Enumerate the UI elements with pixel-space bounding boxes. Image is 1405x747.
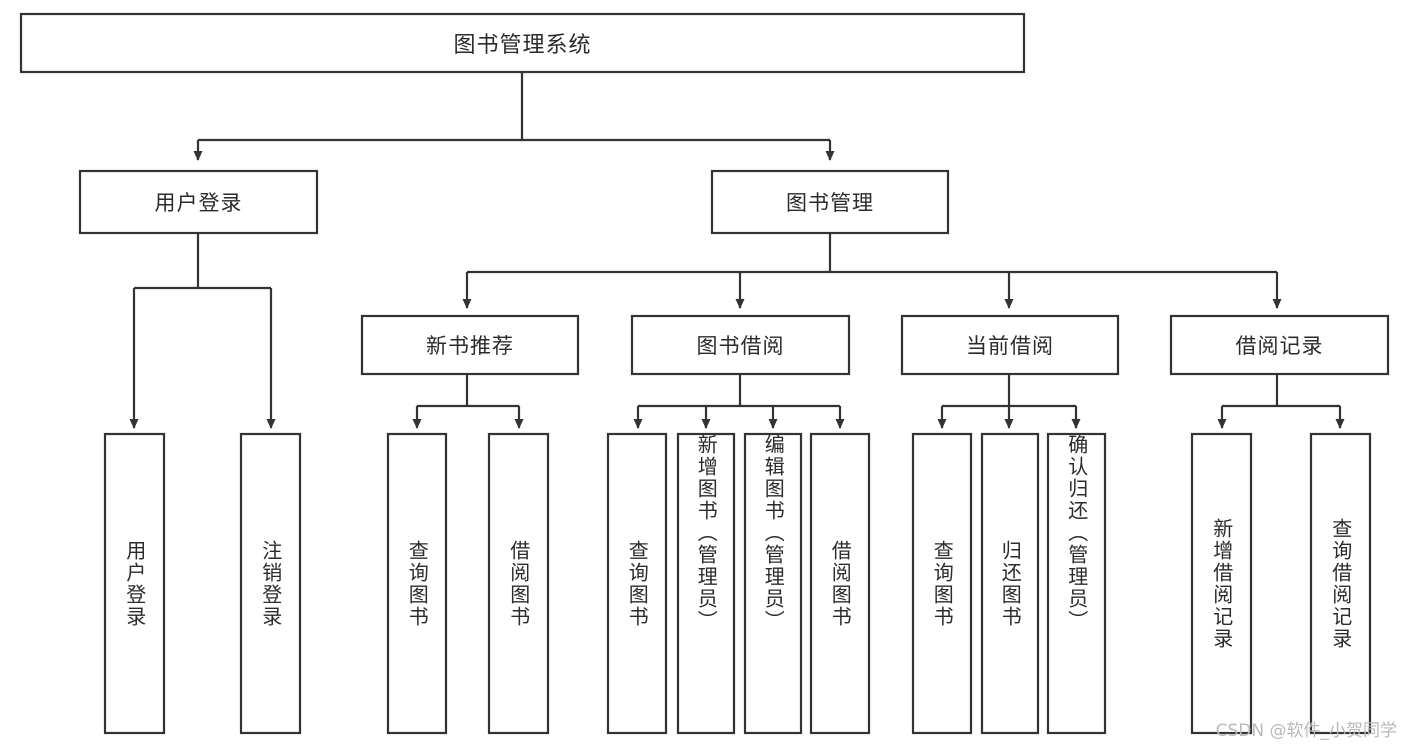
connector-root-to-level2 <box>193 72 835 161</box>
connector-bookborrow-to-leaves <box>633 374 845 429</box>
connector-newbook-to-leaves <box>412 374 524 429</box>
node-leaf-user-logout[interactable] <box>239 432 302 735</box>
connector-currentborrow-to-leaves <box>937 374 1081 429</box>
node-leaf-query-book-2[interactable] <box>606 432 668 735</box>
connector-userlogin-to-leaves <box>129 233 276 429</box>
node-leaf-add-book[interactable] <box>676 432 736 735</box>
node-leaf-borrow-book-2[interactable] <box>809 432 871 735</box>
node-leaf-confirm-return[interactable] <box>1046 432 1107 735</box>
node-leaf-return-book[interactable] <box>980 432 1040 735</box>
node-user-login[interactable] <box>78 169 319 235</box>
connector-borrowrecord-to-leaves <box>1217 374 1345 429</box>
connector-bookmgmt-to-level3 <box>462 233 1282 309</box>
node-book-management[interactable] <box>710 169 950 235</box>
node-root-book-management-system[interactable] <box>19 12 1026 74</box>
node-leaf-query-book-1[interactable] <box>386 432 448 735</box>
node-leaf-query-book-3[interactable] <box>911 432 973 735</box>
node-leaf-edit-book[interactable] <box>743 432 803 735</box>
node-current-borrow[interactable] <box>900 314 1120 376</box>
node-book-borrow[interactable] <box>630 314 851 376</box>
node-leaf-add-record[interactable] <box>1190 432 1253 735</box>
node-borrow-record[interactable] <box>1169 314 1390 376</box>
node-leaf-query-record[interactable] <box>1309 432 1372 735</box>
node-leaf-borrow-book-1[interactable] <box>487 432 550 735</box>
node-new-book-recommend[interactable] <box>360 314 580 376</box>
node-leaf-user-login[interactable] <box>103 432 166 735</box>
